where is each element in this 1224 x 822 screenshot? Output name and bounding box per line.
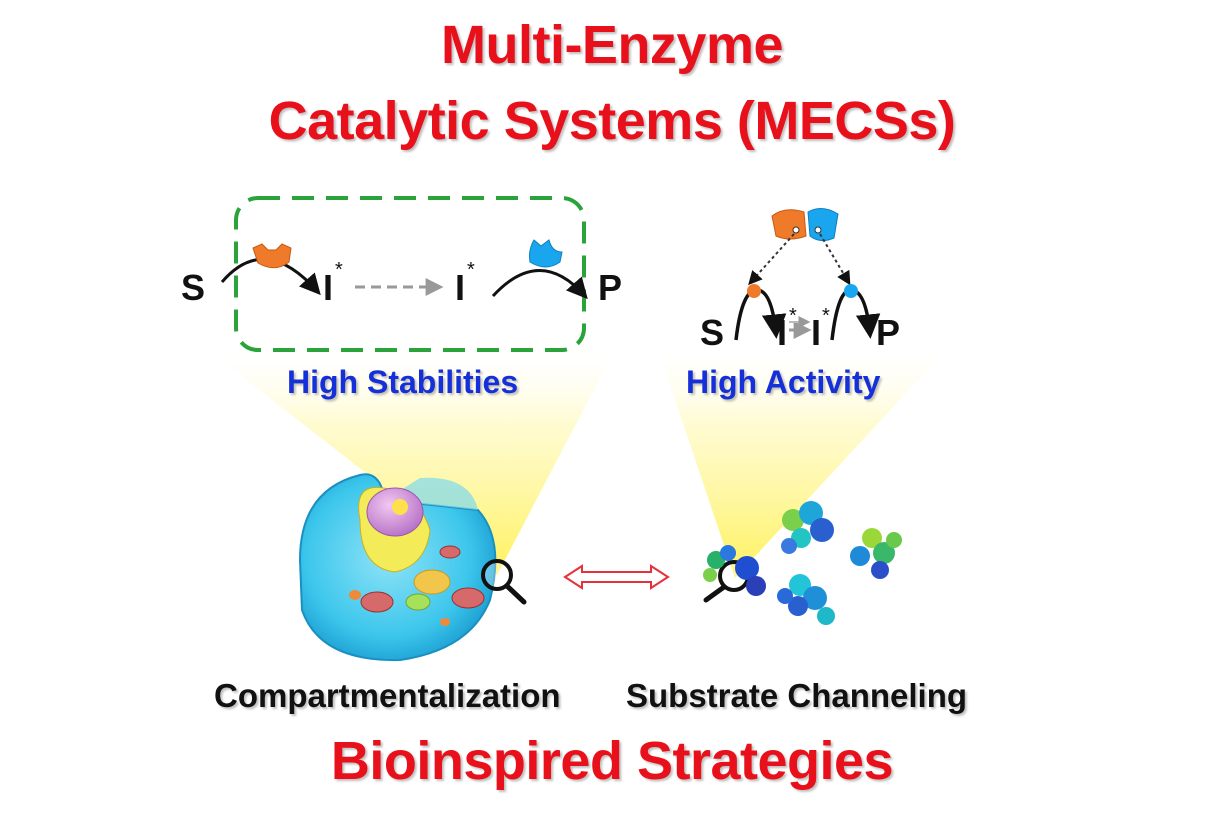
orange-enzyme-icon-top [771,209,807,240]
magnifier-icon [481,559,527,605]
light-beam-right [655,340,955,578]
protein-structures [703,501,902,625]
linker-dot [814,226,822,234]
right-intermediate-1: I [777,312,787,353]
orange-active-site [747,284,761,298]
light-beam-left [195,340,620,575]
left-star-1: * [335,259,343,281]
right-substrate-S: S [700,312,724,353]
blue-enzyme-icon [529,239,563,268]
left-substrate-S: S [181,267,205,308]
right-intermediate-2: I [811,312,821,353]
double-arrow [563,564,670,590]
reaction-arrow-2 [491,269,588,300]
strategy-compartmentalization: Compartmentalization [214,677,561,714]
right-star-1: * [789,305,797,327]
strategy-substrate-channeling: Substrate Channeling [626,677,968,714]
left-product-P: P [598,267,622,308]
blue-active-site [844,284,858,298]
caption-high-stabilities: High Stabilities [287,364,519,400]
title-line-2: Catalytic Systems (MECSs) [268,91,956,151]
linker-dot [792,226,800,234]
title-line-1: Multi-Enzyme [440,15,784,75]
cell-illustration [298,473,497,662]
dotted-link-left [748,233,795,286]
dotted-link-right [819,233,851,286]
left-star-2: * [467,259,475,281]
right-star-2: * [822,305,830,327]
compartment-box [234,196,586,352]
left-intermediate-2: I [455,267,465,308]
orange-enzyme-icon [252,243,292,269]
left-intermediate-1: I [323,267,333,308]
caption-high-activity: High Activity [686,364,881,400]
footer-title: Bioinspired Strategies [330,731,894,791]
blue-enzyme-icon-top [807,208,839,242]
right-product-P: P [876,312,900,353]
